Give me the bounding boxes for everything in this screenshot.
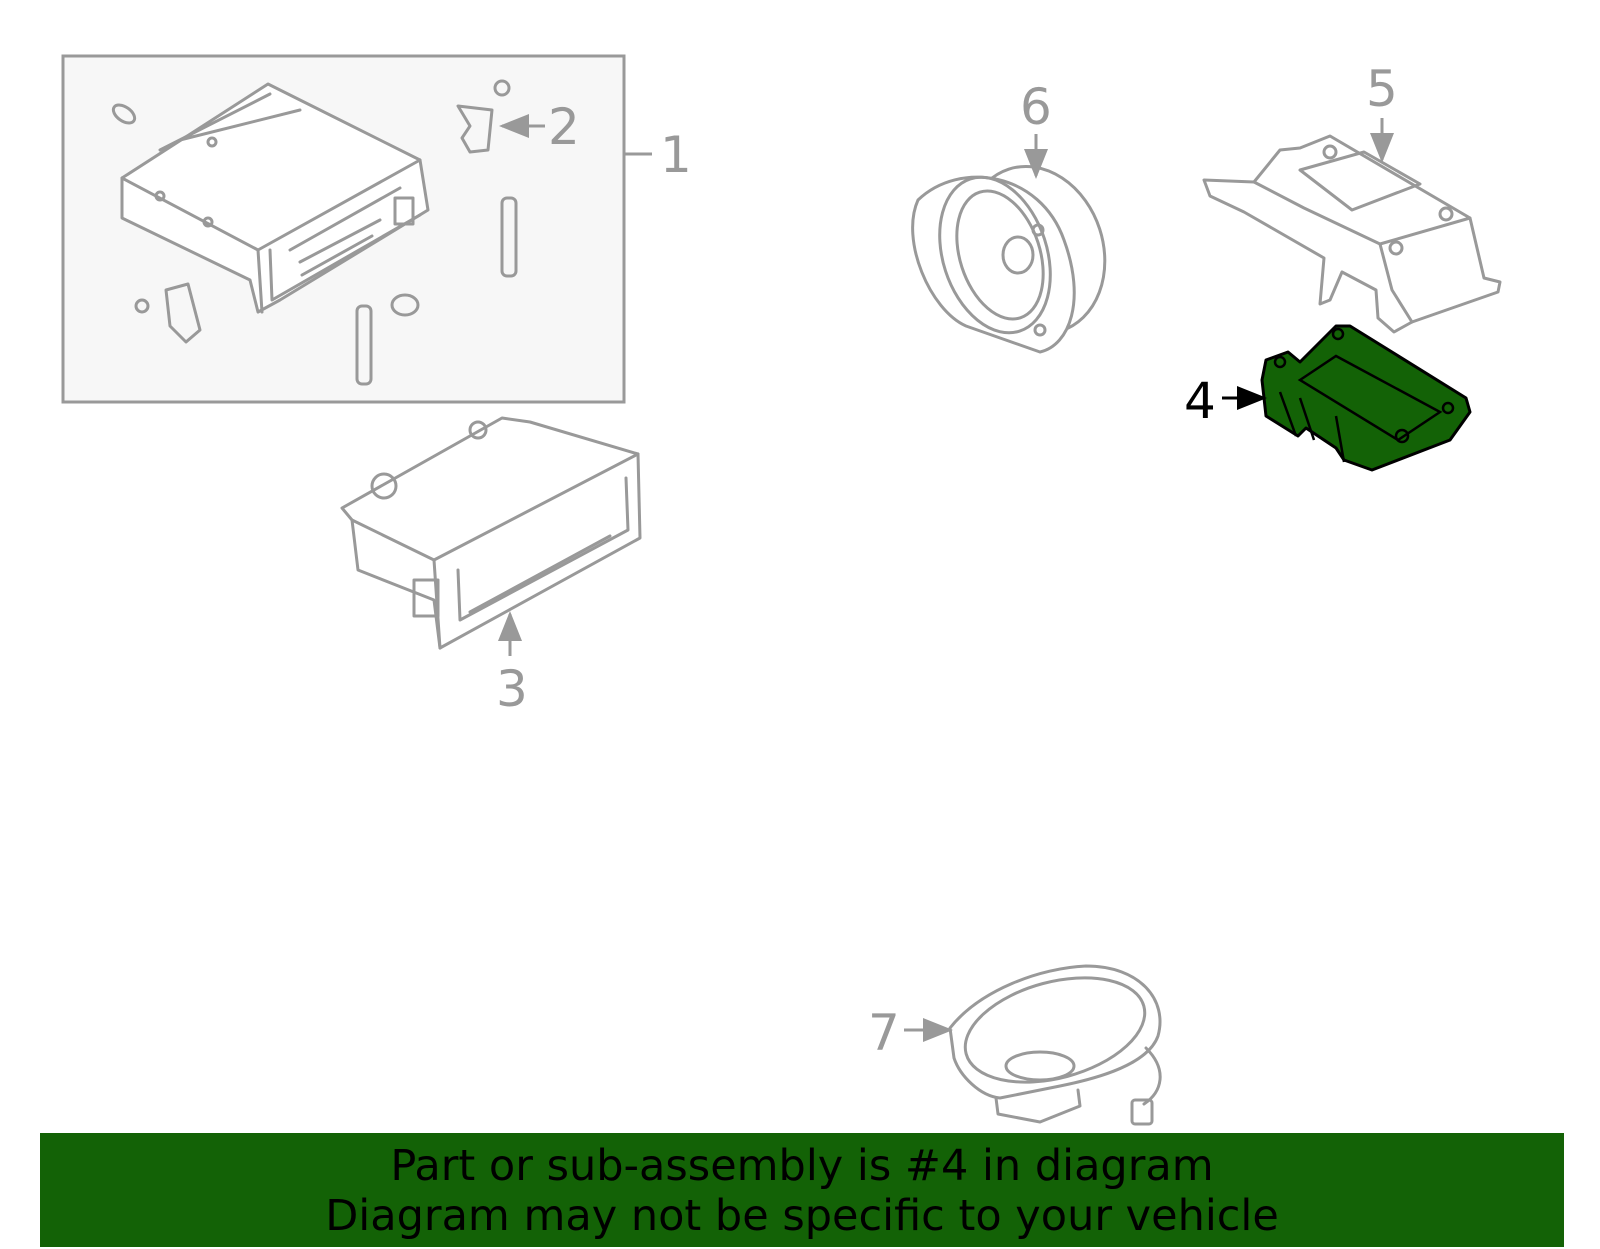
callout-7: 7 [868, 1004, 953, 1062]
svg-text:4: 4 [1184, 372, 1216, 430]
banner-line-1: Part or sub-assembly is #4 in diagram [390, 1141, 1214, 1191]
part-4-amplifier[interactable] [1260, 324, 1472, 472]
callout-1: 1 [624, 126, 692, 184]
banner-line-2: Diagram may not be specific to your vehi… [325, 1191, 1279, 1241]
svg-text:6: 6 [1020, 78, 1052, 136]
part-7-speaker[interactable] [948, 960, 1162, 1126]
callout-6: 6 [1020, 78, 1052, 179]
part-1-radio-assembly[interactable] [61, 54, 626, 404]
svg-text:3: 3 [496, 660, 528, 718]
part-6-speaker[interactable] [911, 148, 1126, 354]
callout-2: 2 [499, 98, 580, 156]
svg-text:1: 1 [660, 126, 692, 184]
part-5-bracket[interactable] [1202, 134, 1502, 334]
part-3-pocket[interactable] [340, 416, 642, 650]
svg-text:7: 7 [868, 1004, 900, 1062]
callout-5: 5 [1366, 60, 1398, 163]
callout-3: 3 [496, 611, 528, 718]
callout-4: 4 [1184, 372, 1267, 430]
svg-text:2: 2 [548, 98, 580, 156]
svg-text:5: 5 [1366, 60, 1398, 118]
info-banner: Part or sub-assembly is #4 in diagram Di… [40, 1133, 1564, 1247]
